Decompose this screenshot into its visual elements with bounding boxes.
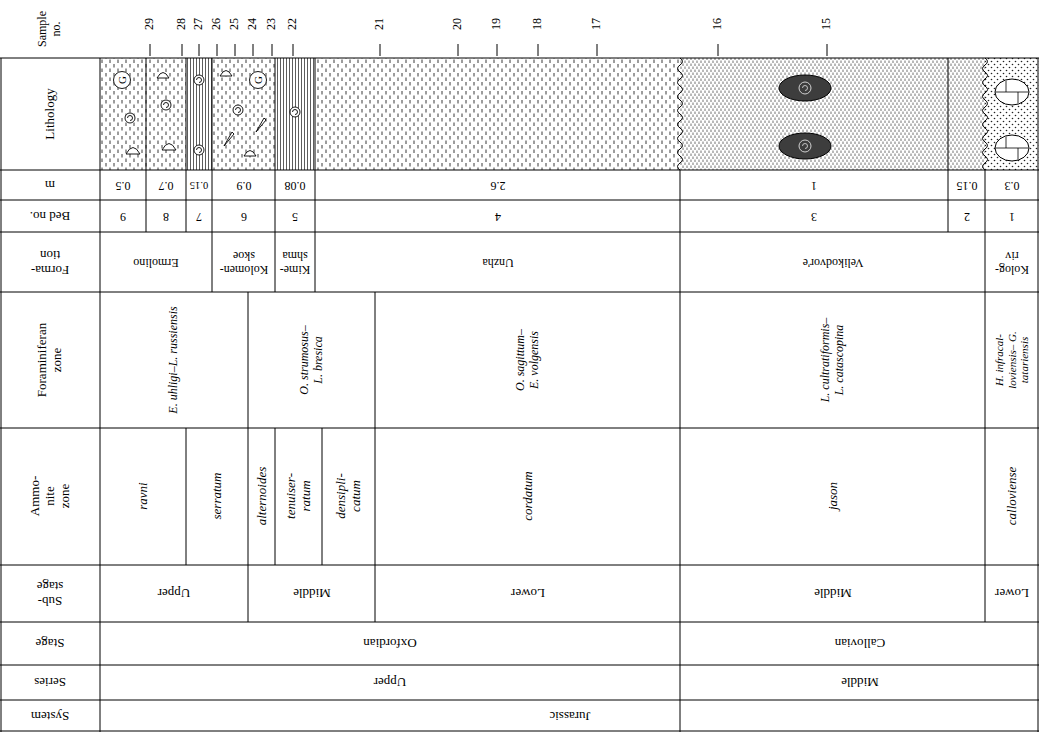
- foraminiferan-zone: E. uhligi–L. russiensis: [167, 306, 181, 413]
- formation-name: Kime- shma: [279, 248, 311, 276]
- sample-number: 19: [490, 18, 504, 30]
- bed-number: 9: [120, 209, 126, 223]
- bed-number: 7: [196, 209, 202, 223]
- header-label: System: [31, 709, 69, 724]
- concretions: [779, 75, 1029, 161]
- sample-number: 21: [373, 18, 387, 30]
- foraminiferan-zone: O. strumosus– L. bresica: [298, 325, 326, 396]
- ammonite-zone: ravni: [136, 482, 151, 509]
- thickness-value: 0.3: [1005, 178, 1020, 192]
- ammonite-zone: densipli- catum: [334, 473, 364, 520]
- thickness-value: 0.15: [190, 179, 208, 191]
- formation-name: Kolog- riv: [995, 248, 1030, 276]
- fossil-symbols: [114, 71, 301, 157]
- foraminiferan-zone: H. infracal- loviensis– G. tatariensis: [993, 331, 1031, 390]
- ammonite-zone: tenuiser- ratum: [284, 473, 314, 520]
- ammonite-zone: jason: [825, 482, 840, 510]
- thickness-value: 0.9: [236, 178, 251, 192]
- substage-name: Upper: [158, 586, 191, 601]
- substage-name: Middle: [814, 586, 852, 601]
- formation-name: Unzha: [482, 255, 513, 269]
- series-name: Middle: [841, 675, 879, 690]
- header-label: m: [45, 178, 55, 193]
- thickness-value: 0.5: [116, 178, 131, 192]
- sample-number: 23: [265, 18, 279, 30]
- header-label: Bed no.: [30, 209, 70, 224]
- series-name: Upper: [374, 675, 407, 690]
- sample-number: 25: [228, 18, 242, 30]
- thickness-value: 1: [811, 178, 817, 192]
- formation-name: Kolomen- skoe: [219, 248, 269, 276]
- header-label: Ammo- nite zone: [28, 475, 73, 517]
- ammonite-zone: calloviense: [1005, 467, 1020, 525]
- thickness-value: 2.6: [490, 178, 505, 192]
- glauconite-letter: G: [116, 76, 129, 84]
- unconformity-line: [983, 58, 988, 170]
- sample-number: 17: [590, 18, 604, 30]
- glauconite-letter: G: [252, 76, 265, 84]
- system-name: Jurassic: [549, 709, 590, 724]
- substage-name: Middle: [293, 586, 331, 601]
- substage-name: Lower: [995, 586, 1029, 601]
- lithology-fill: [100, 58, 1039, 170]
- sample-number: 29: [143, 18, 157, 30]
- stage-name: Oxfordian: [363, 636, 416, 651]
- sample-number: 24: [246, 18, 260, 30]
- bed-number: 6: [241, 209, 247, 223]
- ammonite-zone: cordatum: [520, 471, 535, 520]
- header-label: Sample no.: [36, 11, 64, 48]
- sample-number: 22: [286, 18, 300, 30]
- bed-number: 3: [811, 209, 817, 223]
- sample-number: 28: [175, 18, 189, 30]
- header-label: Foraminiferan zone: [35, 322, 65, 398]
- thickness-value: 0.08: [285, 178, 306, 192]
- ammonite-zone: serratum: [210, 473, 225, 520]
- thickness-value: 0.7: [159, 178, 174, 192]
- header-label: Forma- tion: [30, 247, 70, 277]
- bed-number: 4: [495, 209, 501, 223]
- sample-number: 27: [192, 18, 206, 30]
- bed-number: 2: [964, 209, 970, 223]
- sample-number: 20: [451, 18, 465, 30]
- foraminiferan-zone: O. sagittum– E. volgensis: [514, 329, 542, 392]
- formation-name: Velikodvor'e: [802, 255, 863, 269]
- bed-number: 1: [1009, 209, 1015, 223]
- header-label: Stage: [36, 636, 65, 651]
- stage-name: Callovian: [834, 636, 885, 651]
- sample-number: 16: [711, 18, 725, 30]
- sample-ticks: [150, 44, 827, 56]
- formation-name: Ermolino: [133, 255, 178, 269]
- sample-number: 26: [210, 18, 224, 30]
- foraminiferan-zone: L. cultratiformis– L. catascopina: [819, 317, 847, 403]
- sample-number: 15: [820, 18, 834, 30]
- unconformity-line: [678, 58, 683, 170]
- thickness-value: 0.15: [956, 178, 977, 192]
- bed-number: 8: [163, 209, 169, 223]
- table-grid: [0, 58, 1039, 732]
- header-label: Lithology: [43, 88, 58, 139]
- header-label: Series: [34, 675, 66, 690]
- ammonite-zone: alternoides: [254, 467, 269, 526]
- substage-name: Lower: [511, 586, 545, 601]
- bed-number: 5: [292, 209, 298, 223]
- header-label: Sub- stage: [36, 578, 64, 608]
- sample-number: 18: [531, 18, 545, 30]
